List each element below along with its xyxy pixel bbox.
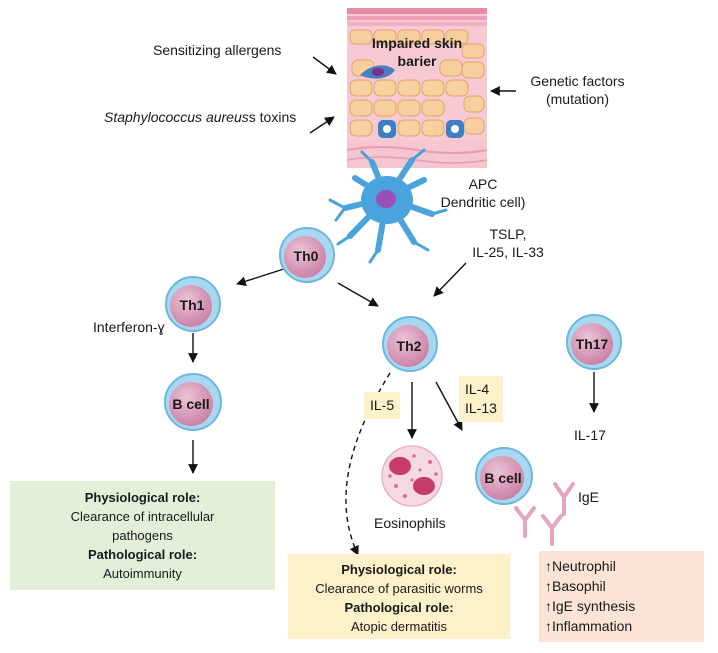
- ige-effects-box: [539, 551, 704, 642]
- il17-label: IL-17: [574, 427, 606, 443]
- ige-antibody-illustration: [514, 482, 575, 546]
- b-cell-right-label: B cell: [484, 470, 522, 486]
- genetic-line2: (mutation): [545, 91, 610, 107]
- th1-cell-label: Th1: [179, 297, 205, 313]
- th2-role-text: Physiological role: Clearance of parasit…: [288, 560, 510, 636]
- sensitizing-allergens-label: Sensitizing allergens: [153, 42, 282, 58]
- th1-role-text: Physiological role: Clearance of intrace…: [10, 488, 275, 583]
- eosinophils-label: Eosinophils: [374, 515, 446, 531]
- th2-cell-label: Th2: [396, 338, 422, 354]
- ige-effect-item: ↑IgE synthesis: [545, 598, 636, 614]
- th1-role-box: [10, 481, 275, 590]
- tslp-label: TSLP, IL-25, IL-33: [458, 225, 558, 261]
- staph-italic-text: Staphylococcus aureus: [104, 109, 249, 125]
- apc-label: APC Dendritic cell): [428, 175, 538, 211]
- skin-barrier-line2: barier: [397, 53, 437, 69]
- arrows: [188, 56, 599, 556]
- genetic-line1: Genetic factors: [530, 73, 625, 89]
- th1-pathological-text: Autoimmunity: [103, 566, 182, 581]
- il4-text: IL-4: [465, 381, 490, 397]
- th2-pathological-heading: Pathological role:: [344, 600, 454, 615]
- ige-effects-list: ↑Neutrophil ↑Basophil ↑IgE synthesis ↑In…: [545, 556, 705, 636]
- cell-circles: [164, 227, 622, 505]
- apc-line1: APC: [468, 176, 498, 192]
- th1-physiological-heading: Physiological role:: [84, 490, 201, 505]
- apc-line2: Dendritic cell): [440, 194, 526, 210]
- th1-pathological-heading: Pathological role:: [87, 547, 198, 562]
- th2-physiological-heading: Physiological role:: [341, 562, 457, 577]
- th0-cell-label: Th0: [293, 248, 319, 264]
- b-cell-left-label: B cell: [172, 396, 210, 412]
- skin-barrier-line1: Impaired skin: [371, 35, 463, 51]
- interferon-label: Interferon-ɣ: [93, 319, 165, 335]
- staph-rest-text: s toxins: [248, 109, 297, 125]
- ige-label: IgE: [578, 489, 600, 505]
- th1-physiological-text-b: pathogens: [112, 528, 173, 543]
- il4-il13-label: IL-4 IL-13: [459, 376, 503, 422]
- th2-role-box: [288, 554, 510, 639]
- th2-physiological-text: Clearance of parasitic worms: [315, 581, 483, 596]
- genetic-factors-label: Genetic factors (mutation): [515, 72, 640, 108]
- eosinophil-illustration: [381, 445, 443, 507]
- tslp-line2: IL-25, IL-33: [472, 244, 544, 260]
- il13-text: IL-13: [465, 400, 497, 416]
- skin-barrier-label: Impaired skin barier: [352, 34, 482, 70]
- ige-effect-item: ↑Inflammation: [545, 618, 633, 634]
- tslp-line1: TSLP,: [489, 226, 527, 242]
- dendritic-cell-illustration: [328, 148, 448, 264]
- skin-barrier-illustration: [346, 8, 488, 168]
- staph-toxins-label: Staphylococcus aureuss toxins: [104, 108, 296, 126]
- th1-physiological-text-a: Clearance of intracellular: [70, 509, 215, 524]
- th17-cell-label: Th17: [575, 336, 609, 352]
- il5-label: IL-5: [364, 392, 401, 419]
- ige-effect-item: ↑Basophil: [545, 578, 606, 594]
- ige-effect-item: ↑Neutrophil: [545, 558, 616, 574]
- th2-pathological-text: Atopic dermatitis: [350, 619, 448, 634]
